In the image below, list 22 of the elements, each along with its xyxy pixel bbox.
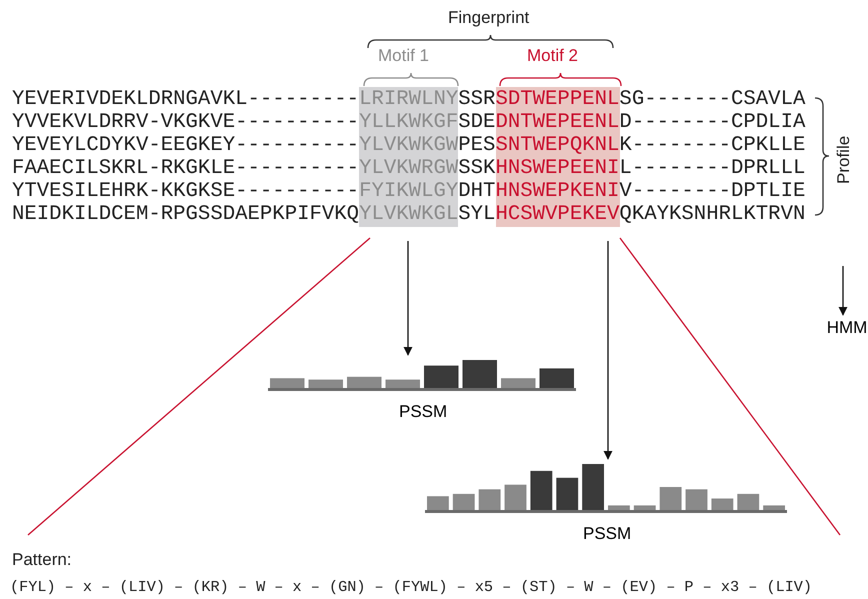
model-label: HMM <box>825 318 868 338</box>
pattern-title: Pattern: <box>12 550 72 570</box>
sequence-row: FAAECILSKRL-RKGKLE----------YLVKWRGWSSKHNSWEPEENIL--------DPRLLL <box>12 157 806 180</box>
letter-stack-drawing <box>268 358 576 392</box>
arrow <box>838 266 848 316</box>
arrow <box>403 241 413 356</box>
sequence-row: YEVERIVDEKLDRNGAVKL---------LRIRWLNYSSRSDTWEPPENLSG-------CSAVLA <box>12 88 806 111</box>
letter-stack-drawing <box>425 462 787 514</box>
motif-column-highlight <box>359 87 458 227</box>
sequence-row: YTVESILEHRK-KKGKSE----------FYIKWLGYDHTHNSWEPKENIV--------DPTLIE <box>12 180 806 203</box>
sequence-row: YEVEYLCDYKV-EEGKEY----------YLVKWKGWPESSNTWEPQKNLK--------CPKLLE <box>12 134 806 157</box>
arrow <box>603 241 613 460</box>
group-title: Profile <box>834 136 854 184</box>
motif-title: Motif 1 <box>378 46 430 66</box>
sequence-row: YVVEKVLDRRV-VKGKVE----------YLLKWKGFSDEDNTWEPEENLD--------CPDLIA <box>12 111 806 134</box>
matrix-caption: PSSM <box>399 402 448 422</box>
sequence-row: NEIDKILDCEM-RPGSSDAEPKPIFVKQYLVKWKGLSYLHCSWVPEKEVQKAYKSNHRLKTRVN <box>12 203 806 226</box>
group-title: Fingerprint <box>448 8 530 28</box>
motif-column-highlight <box>496 87 620 227</box>
pattern-expression: (FYL) – x – (LIV) – (KR) – W – x – (GN) – (FYWL) – x5 – (ST) – W – (EV) – P – x3 – (LIV) <box>10 578 812 596</box>
matrix-caption: PSSM <box>583 524 632 544</box>
motif-title: Motif 2 <box>527 46 578 66</box>
